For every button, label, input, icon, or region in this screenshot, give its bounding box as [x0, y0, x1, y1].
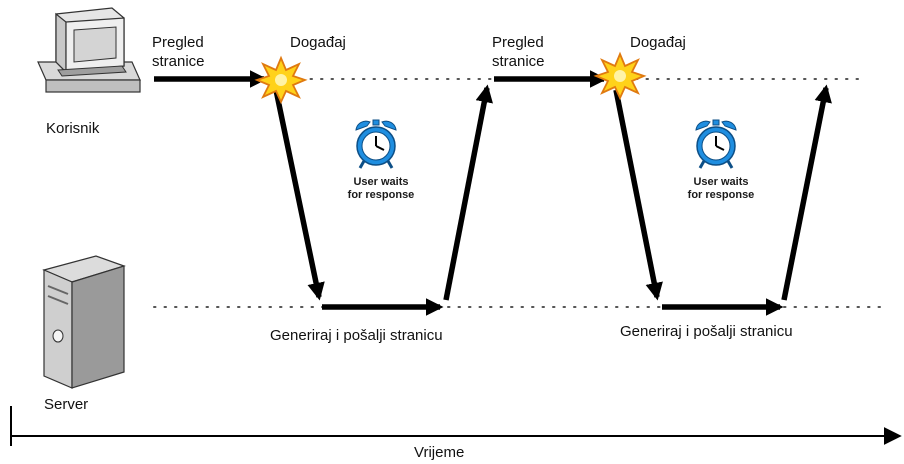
time-axis-label: Vrijeme: [414, 444, 465, 461]
response-arrow: [781, 84, 832, 301]
wait-label: User waits for response: [347, 176, 415, 201]
alarm-clock-icon: [694, 118, 738, 170]
event-label: Događaj: [630, 34, 686, 51]
response-arrow: [443, 84, 493, 301]
time-axis: [10, 406, 902, 446]
server-label: Server: [44, 396, 89, 413]
alarm-clock-icon: [354, 118, 398, 170]
server-icon: [42, 255, 126, 389]
computer-icon: [37, 7, 141, 93]
wait-label: User waits for response: [687, 176, 755, 201]
event-label: Događaj: [290, 34, 346, 51]
cycle-2-arrows: [494, 70, 832, 316]
cycle-1-arrows: [154, 70, 493, 316]
server-action-label: Generiraj i pošalji stranicu: [270, 327, 443, 344]
page-view-label: Pregled stranice: [492, 34, 545, 70]
page-view-label: Pregled stranice: [152, 34, 205, 70]
request-arrow: [273, 89, 325, 301]
server-action-label: Generiraj i pošalji stranicu: [620, 323, 793, 340]
event-burst-icon: [254, 55, 308, 105]
client-label: Korisnik: [46, 120, 100, 137]
event-burst-icon: [593, 51, 647, 101]
request-arrow: [613, 89, 663, 301]
